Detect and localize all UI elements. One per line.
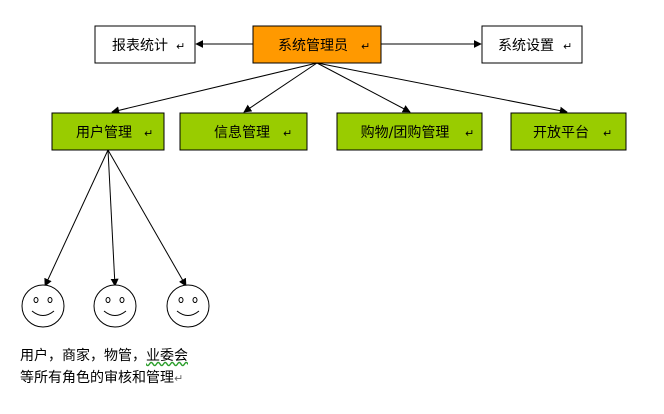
- open-platform-node: 开放平台 ↵: [510, 112, 627, 151]
- arrow-user-mgmt-to-role-3: [107, 149, 187, 287]
- role-smiley-icon: [21, 284, 65, 328]
- paragraph-mark: ↵: [603, 127, 612, 140]
- user-mgmt-node: 用户管理 ↵: [51, 112, 165, 151]
- paragraph-mark: ↵: [361, 40, 370, 53]
- system-settings-node: 系统设置 ↵: [481, 25, 583, 64]
- user-mgmt-label: 用户管理: [76, 124, 132, 141]
- system-admin-label: 系统管理员: [278, 38, 348, 54]
- role-smiley-icon: [93, 284, 137, 328]
- open-platform-label: 开放平台: [533, 125, 589, 141]
- caption-line-1: 用户，商家，物管，业委会: [20, 345, 280, 367]
- arrow-root-to-open-platform: [316, 62, 568, 115]
- paragraph-mark: ↵: [144, 127, 153, 140]
- role-smiley-icon: [166, 284, 210, 328]
- system-settings-label: 系统设置: [498, 38, 554, 54]
- info-mgmt-label: 信息管理: [214, 124, 270, 141]
- caption-line-2-text: 等所有角色的审核和管理: [20, 370, 174, 386]
- connectors: [44, 40, 568, 287]
- arrow-root-to-info-mgmt: [243, 62, 318, 113]
- caption-line-1-wavy: 业委会: [146, 348, 188, 364]
- caption-line-1-text: 用户，商家，物管，: [20, 348, 146, 364]
- paragraph-mark: ↵: [563, 40, 572, 53]
- arrow-root-to-user-mgmt: [111, 62, 318, 115]
- report-stats-label: 报表统计: [112, 38, 168, 54]
- arrow-root-to-shopping-mgmt: [316, 62, 411, 113]
- paragraph-mark: ↵: [283, 127, 292, 140]
- paragraph-mark: ↵: [465, 127, 474, 140]
- paragraph-mark: ↵: [176, 40, 185, 53]
- shopping-mgmt-node: 购物/团购管理 ↵: [336, 112, 483, 151]
- info-mgmt-node: 信息管理 ↵: [179, 112, 308, 151]
- caption-line-2: 等所有角色的审核和管理↵: [20, 367, 280, 390]
- arrow-user-mgmt-to-role-2: [107, 149, 119, 287]
- paragraph-mark: ↵: [174, 372, 184, 385]
- roles-caption: 用户，商家，物管，业委会 等所有角色的审核和管理↵: [20, 345, 280, 390]
- system-admin-node: 系统管理员 ↵: [252, 25, 382, 64]
- shopping-mgmt-label: 购物/团购管理: [361, 125, 450, 141]
- arrow-user-mgmt-to-role-1: [44, 149, 109, 287]
- report-stats-node: 报表统计 ↵: [94, 25, 196, 64]
